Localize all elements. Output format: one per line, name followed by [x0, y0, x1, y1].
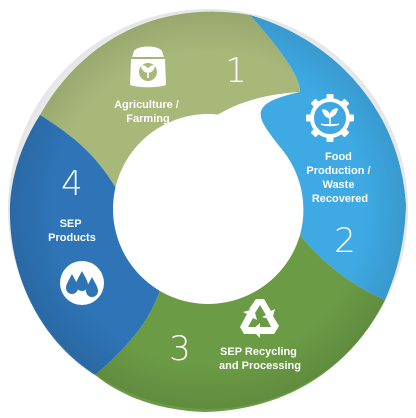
water-drops-icon [60, 261, 104, 305]
stage-2-label-line: Recovered [312, 193, 368, 205]
stage-3-number: 3 [169, 329, 191, 369]
stage-1-number: 1 [225, 51, 247, 91]
fertilizer-bag-icon [130, 46, 166, 88]
stage-1-label-line: Farming [126, 113, 169, 125]
stage-4-label: SEP Products [48, 218, 96, 244]
stage-1-label: Agriculture / Farming [114, 99, 182, 125]
stage-4-label-line: Products [48, 232, 96, 244]
stage-1-label-line: Agriculture / [114, 99, 179, 111]
stage-2-number: 2 [334, 221, 356, 261]
stage-3-label-line: SEP Recycling [220, 346, 297, 358]
stage-3-label-line: and Processing [219, 360, 301, 372]
stage-2-label: Food Production / Waste Recovered [306, 151, 373, 205]
stage-2-label-line: Production / [306, 165, 370, 177]
stage-2-label-line: Food [325, 151, 352, 163]
stage-4-number: 4 [61, 164, 83, 204]
gear-plant-icon [306, 94, 354, 142]
stage-2-label-line: Waste [322, 179, 354, 191]
stage-3-label: SEP Recycling and Processing [219, 346, 301, 372]
center-hole [113, 114, 303, 304]
recycle-icon [240, 299, 279, 338]
stage-4-label-line: SEP [60, 218, 82, 230]
